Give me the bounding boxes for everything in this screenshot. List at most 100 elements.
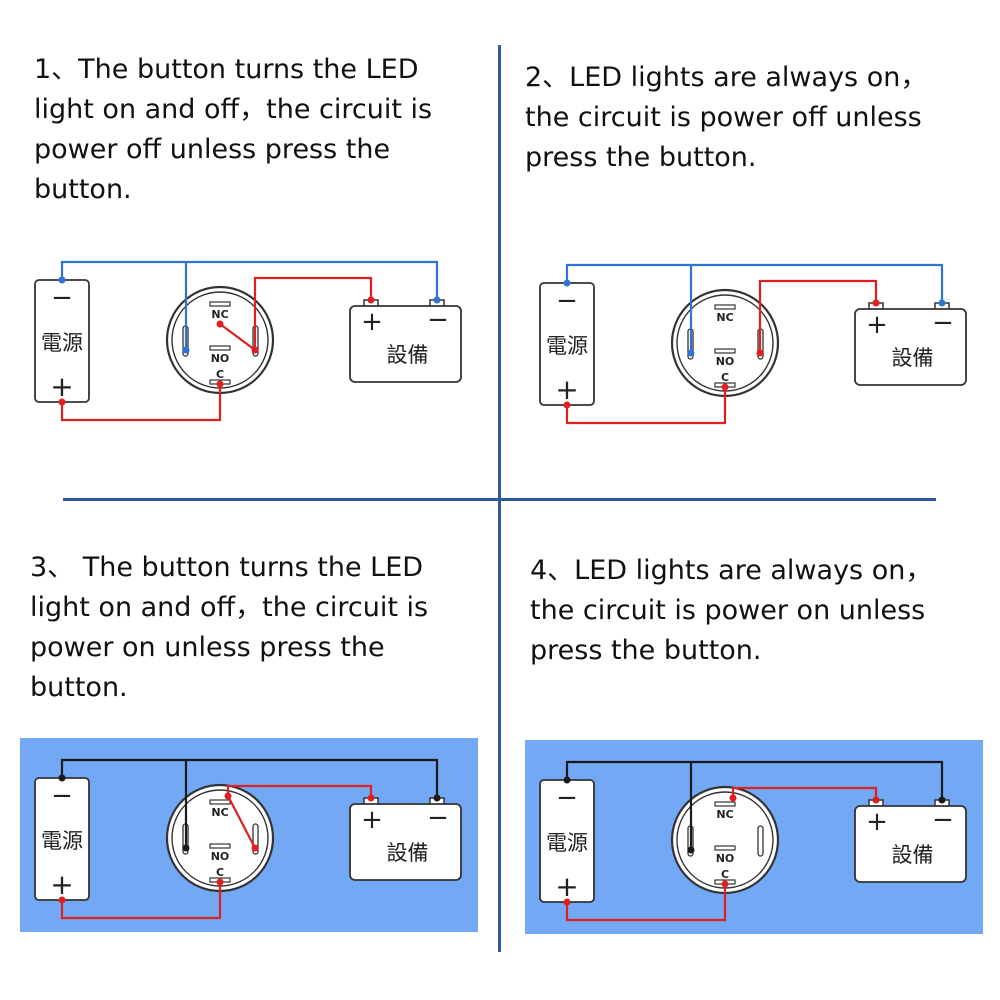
power-plus-label: + [50, 868, 73, 901]
negative-junction [58, 774, 66, 782]
panel-4-caption: 4、LED lights are always on， the circuit … [530, 555, 933, 666]
nc-junction [729, 794, 737, 802]
panel-1-caption: 1、The button turns the LED light on and … [34, 54, 433, 205]
device-box [854, 308, 967, 386]
panel-3-caption: 3、 The button turns the LED light on and… [30, 552, 429, 703]
device-positive-wire [758, 279, 878, 353]
nc-label: NC [716, 808, 733, 821]
c-label: C [721, 371, 729, 384]
positive-junction [58, 398, 66, 406]
led-positive-link [227, 795, 256, 849]
device-minus-label: − [427, 305, 449, 335]
positive-wire [60, 882, 222, 920]
led-negative-junction [182, 844, 190, 852]
positive-wire [565, 387, 727, 425]
power-minus-label: − [556, 783, 578, 813]
positive-junction [58, 896, 66, 904]
device-plus-label: + [866, 807, 888, 837]
panel-2-diagram: − 電源 + + − 設備 NC NO C [539, 263, 967, 425]
no-terminal [714, 348, 736, 354]
no-terminal [209, 843, 231, 849]
negative-junction [563, 776, 571, 784]
nc-terminal [714, 801, 736, 807]
nc-terminal [714, 304, 736, 310]
device-label: 設備 [892, 346, 934, 370]
led-pin-right [757, 825, 764, 857]
device-minus-junction [938, 796, 946, 804]
power-minus-label: − [51, 781, 73, 811]
power-plus-label: + [50, 370, 73, 403]
device-plus-junction [367, 296, 375, 304]
panel-2-caption: 2、LED lights are always on， the circuit … [525, 62, 928, 173]
negative-wire [60, 260, 439, 300]
device-box [349, 305, 462, 383]
led-positive-link [219, 323, 256, 351]
no-label: NO [716, 355, 735, 368]
positive-wire [565, 884, 727, 922]
positive-wire [60, 384, 222, 422]
nc-terminal [209, 301, 231, 307]
nc-label: NC [716, 311, 733, 324]
horizontal-divider [63, 498, 936, 501]
c-junction [721, 880, 729, 888]
device-label: 設備 [892, 843, 934, 867]
device-positive-wire [253, 276, 373, 350]
no-junction [216, 320, 224, 328]
negative-wire [60, 758, 439, 798]
no-label: NO [211, 850, 230, 863]
negative-junction [58, 276, 66, 284]
device-minus-label: − [932, 308, 954, 338]
device-plus-junction [872, 796, 880, 804]
device-positive-wire [731, 786, 878, 800]
device-box [854, 805, 967, 883]
led-negative-junction [182, 346, 190, 354]
device-plus-junction [367, 794, 375, 802]
device-plus-junction [872, 299, 880, 307]
panel-4-diagram: − 電源 + + − 設備 NC NO C [525, 740, 983, 934]
device-minus-label: − [427, 803, 449, 833]
power-source-label: 電源 [546, 831, 588, 855]
negative-junction [563, 279, 571, 287]
device-minus-junction [938, 299, 946, 307]
power-plus-label: + [555, 870, 578, 903]
negative-wire [565, 263, 944, 303]
device-plus-label: + [361, 805, 383, 835]
led-positive-junction [251, 346, 259, 354]
device-minus-junction [433, 794, 441, 802]
power-minus-label: − [51, 283, 73, 313]
no-terminal [714, 845, 736, 851]
device-label: 設備 [387, 841, 429, 865]
led-positive-junction [251, 844, 259, 852]
led-positive-junction [756, 349, 764, 357]
panel-1-diagram: − 電源 + + − 設備 NC NO C [34, 260, 462, 422]
no-label: NO [211, 352, 230, 365]
power-source-label: 電源 [546, 334, 588, 358]
c-junction [721, 383, 729, 391]
power-minus-label: − [556, 286, 578, 316]
no-label: NO [716, 852, 735, 865]
c-label: C [216, 866, 224, 879]
c-junction [216, 380, 224, 388]
device-plus-label: + [361, 307, 383, 337]
device-plus-label: + [866, 310, 888, 340]
c-label: C [216, 368, 224, 381]
negative-wire [565, 760, 944, 800]
positive-junction [563, 898, 571, 906]
nc-terminal [209, 799, 231, 805]
led-negative-junction [687, 846, 695, 854]
power-source-label: 電源 [41, 829, 83, 853]
power-source-label: 電源 [41, 331, 83, 355]
device-positive-wire [226, 784, 373, 798]
device-label: 設備 [387, 343, 429, 367]
positive-junction [563, 401, 571, 409]
nc-label: NC [211, 308, 228, 321]
device-minus-label: − [932, 805, 954, 835]
device-box [349, 803, 462, 881]
c-junction [216, 878, 224, 886]
led-negative-junction [687, 349, 695, 357]
power-plus-label: + [555, 373, 578, 406]
device-minus-junction [433, 296, 441, 304]
no-terminal [209, 345, 231, 351]
c-label: C [721, 868, 729, 881]
